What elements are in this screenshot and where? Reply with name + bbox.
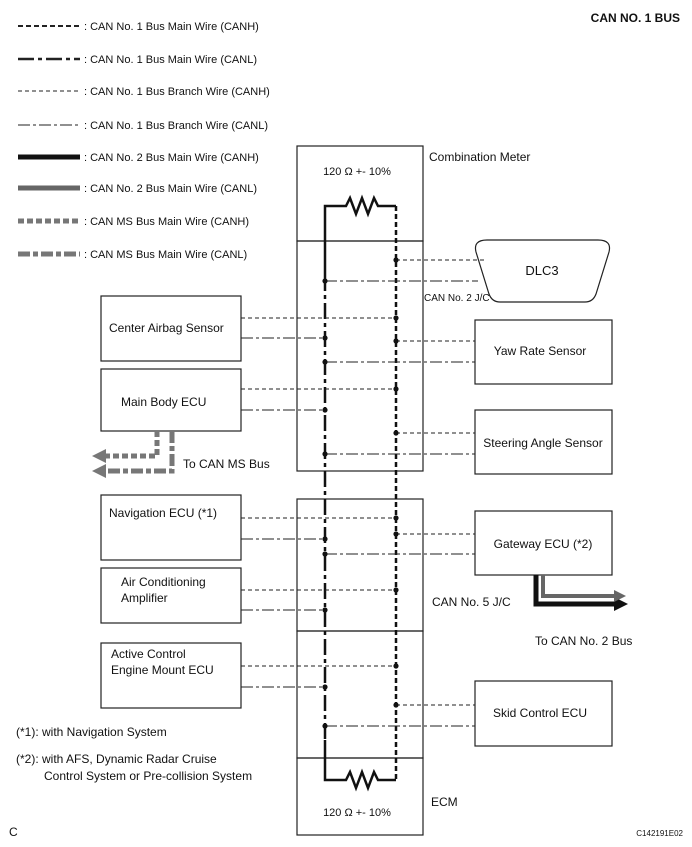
center-airbag-sensor-box xyxy=(100,295,242,362)
legend-label-can2-h: : CAN No. 2 Bus Main Wire (CANH) xyxy=(84,152,259,164)
resistor-top-label: 120 Ω +- 10% xyxy=(323,166,391,178)
diagram-title: CAN NO. 1 BUS xyxy=(591,11,680,25)
can2-bus-arrow-h xyxy=(614,597,628,611)
skid-control-ecu-box xyxy=(474,680,613,747)
ecm-box xyxy=(296,757,424,836)
ms-bus-arrow-l xyxy=(92,464,106,478)
legend-label-ms-h: : CAN MS Bus Main Wire (CANH) xyxy=(84,216,249,228)
figure-id: C142191E02 xyxy=(636,829,683,838)
can5-jc-box xyxy=(296,498,424,632)
yaw-rate-sensor-box xyxy=(474,319,613,385)
air-conditioning-amplifier-box xyxy=(100,567,242,624)
steering-angle-sensor-box xyxy=(474,409,613,475)
resistor-top xyxy=(323,194,396,275)
active-mount-label-1: Active Control xyxy=(111,647,186,661)
resistor-bottom xyxy=(323,740,396,792)
can5-jc-lower-box xyxy=(296,630,424,759)
junction-dots xyxy=(322,257,399,729)
right-branch-wires xyxy=(325,259,484,727)
legend-label-main-h: : CAN No. 1 Bus Main Wire (CANH) xyxy=(84,21,259,33)
active-mount-label-2: Engine Mount ECU xyxy=(111,663,214,677)
active-control-engine-mount-ecu-box xyxy=(100,642,242,709)
main-body-ecu-label: Main Body ECU xyxy=(121,395,206,409)
combination-meter-box xyxy=(296,145,424,242)
to-can2-bus-label: To CAN No. 2 Bus xyxy=(535,634,632,648)
corner-label: C xyxy=(9,825,18,839)
dlc3-label: DLC3 xyxy=(525,263,558,278)
legend-label-main-l: : CAN No. 1 Bus Main Wire (CANL) xyxy=(84,54,257,66)
legend-label-ms-l: : CAN MS Bus Main Wire (CANL) xyxy=(84,249,247,261)
left-branch-wires xyxy=(241,317,396,688)
can2-bus-wire-h xyxy=(533,575,615,607)
can5-jc-label: CAN No. 5 J/C xyxy=(432,595,511,609)
center-column xyxy=(296,145,424,836)
center-airbag-sensor-label: Center Airbag Sensor xyxy=(109,321,224,335)
ms-bus-wires xyxy=(104,431,175,474)
navigation-ecu-box xyxy=(100,494,242,561)
skid-control-ecu-label: Skid Control ECU xyxy=(493,706,587,720)
air-conditioning-label-1: Air Conditioning xyxy=(121,575,206,589)
can2-bus-wire-l xyxy=(541,575,615,598)
legend: : CAN No. 1 Bus Main Wire (CANH) : CAN N… xyxy=(18,21,270,261)
can2-bus-arrow-l xyxy=(614,590,626,602)
can2-jc-box xyxy=(296,240,424,472)
navigation-ecu-label: Navigation ECU (*1) xyxy=(109,506,217,520)
dlc3-connector xyxy=(474,239,611,303)
gateway-ecu-label: Gateway ECU (*2) xyxy=(494,537,593,551)
note-2-line-1: (*2): with AFS, Dynamic Radar Cruise xyxy=(16,752,217,766)
ecm-label: ECM xyxy=(431,795,458,809)
yaw-rate-sensor-label: Yaw Rate Sensor xyxy=(494,344,587,358)
combination-meter-label: Combination Meter xyxy=(429,150,530,164)
ms-bus-arrow-h xyxy=(92,449,106,463)
can2-jc-label: CAN No. 2 J/C xyxy=(424,293,490,304)
to-ms-bus-label: To CAN MS Bus xyxy=(183,457,270,471)
resistor-bottom-label: 120 Ω +- 10% xyxy=(323,807,391,819)
legend-label-can2-l: : CAN No. 2 Bus Main Wire (CANL) xyxy=(84,183,257,195)
note-1: (*1): with Navigation System xyxy=(16,725,167,739)
note-2-line-2: Control System or Pre-collision System xyxy=(44,769,252,783)
legend-label-branch-h: : CAN No. 1 Bus Branch Wire (CANH) xyxy=(84,86,270,98)
air-conditioning-label-2: Amplifier xyxy=(121,591,168,605)
legend-label-branch-l: : CAN No. 1 Bus Branch Wire (CANL) xyxy=(84,120,268,132)
steering-angle-sensor-label: Steering Angle Sensor xyxy=(483,436,602,450)
